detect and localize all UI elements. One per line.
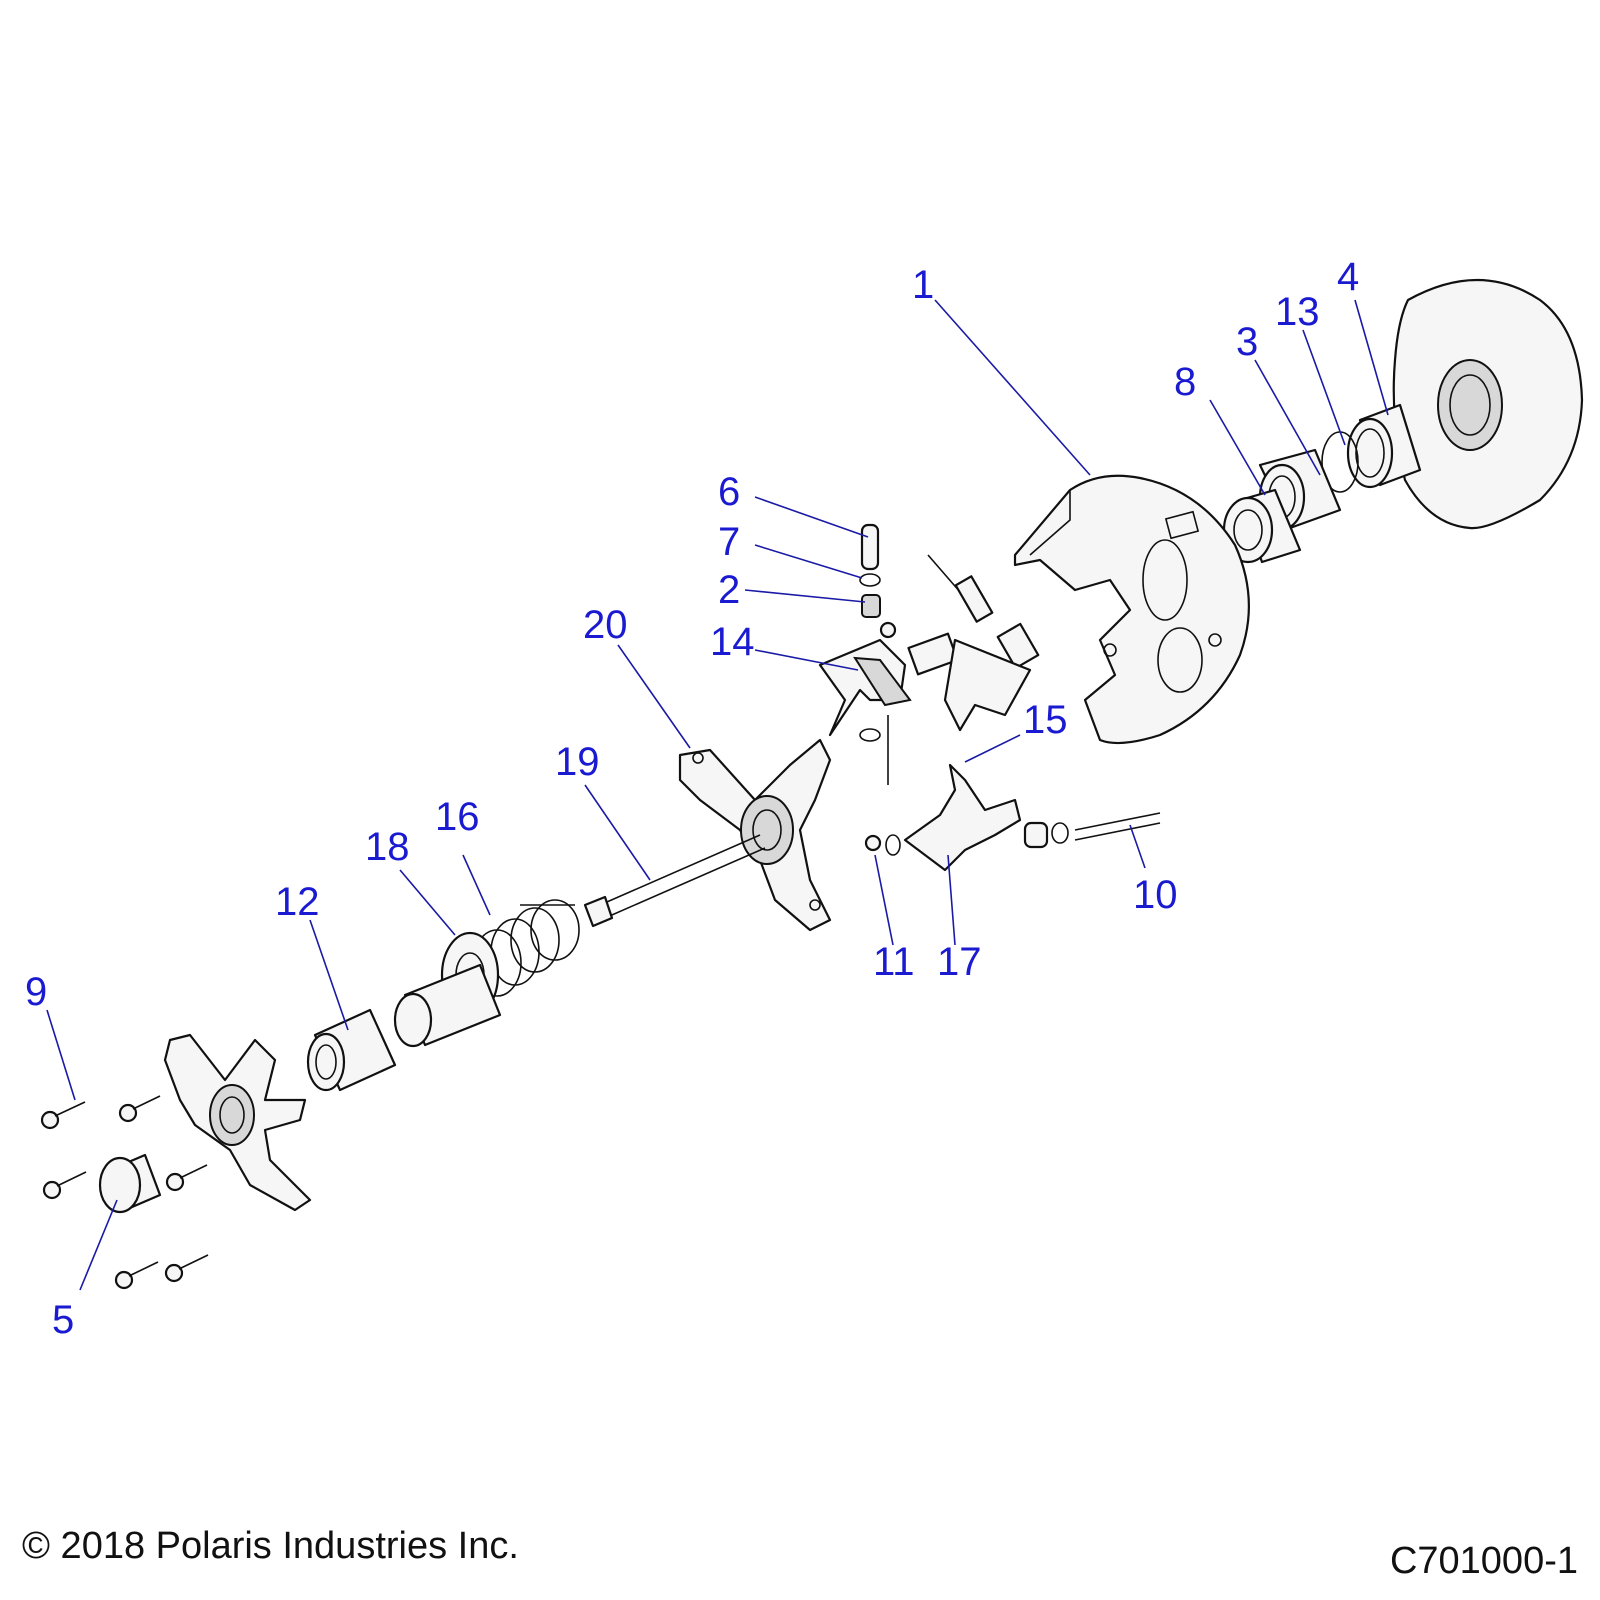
callout-19: 19 xyxy=(555,740,600,784)
weight-17 xyxy=(903,763,1022,872)
splined-sleeve xyxy=(393,963,502,1048)
pin-10 xyxy=(1074,812,1161,831)
bolt-2 xyxy=(118,1095,161,1123)
bushing-12 xyxy=(306,1008,397,1092)
callout-5: 5 xyxy=(52,1298,74,1342)
callout-16: 16 xyxy=(435,795,480,839)
callout-13: 13 xyxy=(1275,290,1320,334)
parts-layer xyxy=(40,279,1584,1290)
copyright-notice: © 2018 Polaris Industries Inc. xyxy=(22,1525,519,1567)
callout-12: 12 xyxy=(275,880,320,924)
washer-lower xyxy=(859,728,881,742)
bolt-5 xyxy=(114,1261,159,1290)
roller-b xyxy=(996,622,1040,670)
callout-9: 9 xyxy=(25,970,47,1014)
roller-a xyxy=(954,575,994,623)
nut-11 xyxy=(864,834,882,852)
shaft-19 xyxy=(583,834,766,928)
bushing-2 xyxy=(861,594,881,618)
cover-spider xyxy=(163,1033,312,1212)
bolt-3 xyxy=(42,1171,87,1200)
callout-17: 17 xyxy=(937,940,982,984)
bolt-1 xyxy=(40,1101,86,1130)
bushing-4 xyxy=(1346,403,1422,489)
callout-7: 7 xyxy=(718,520,740,564)
callout-20: 20 xyxy=(583,603,628,647)
washer-10 xyxy=(1051,822,1069,844)
callout-6: 6 xyxy=(718,470,740,514)
washer-11 xyxy=(885,834,901,856)
washer-7 xyxy=(859,573,881,587)
bolt-6 xyxy=(164,1254,209,1283)
sheave-disc xyxy=(1392,279,1584,530)
drawing-id: C701000-1 xyxy=(1389,1540,1578,1582)
small-nut xyxy=(879,621,897,639)
callout-15: 15 xyxy=(1023,698,1068,742)
callout-18: 18 xyxy=(365,825,410,869)
spider-20 xyxy=(678,738,832,932)
bolts-9 xyxy=(40,1095,209,1290)
bushing-5 xyxy=(98,1153,162,1214)
bolt-4 xyxy=(165,1164,208,1192)
weight-arm-upper xyxy=(907,632,1032,732)
roller-10a xyxy=(1023,821,1049,849)
callout-10: 10 xyxy=(1133,873,1178,917)
pin-10-b xyxy=(1074,822,1161,841)
callout-8: 8 xyxy=(1174,360,1196,404)
callout-labels: 1 2 3 4 5 6 7 8 9 10 11 12 13 14 15 16 1… xyxy=(25,255,1359,1342)
callout-4: 4 xyxy=(1337,255,1359,299)
callout-3: 3 xyxy=(1236,320,1258,364)
leader-lines xyxy=(46,299,1389,1291)
callout-1: 1 xyxy=(912,263,934,307)
callout-11: 11 xyxy=(873,940,915,984)
callout-14: 14 xyxy=(710,620,755,664)
weight-arm-14 xyxy=(818,638,912,737)
moveable-sheave-1 xyxy=(1013,474,1250,745)
pin-6 xyxy=(860,523,880,571)
callout-2: 2 xyxy=(718,568,740,612)
